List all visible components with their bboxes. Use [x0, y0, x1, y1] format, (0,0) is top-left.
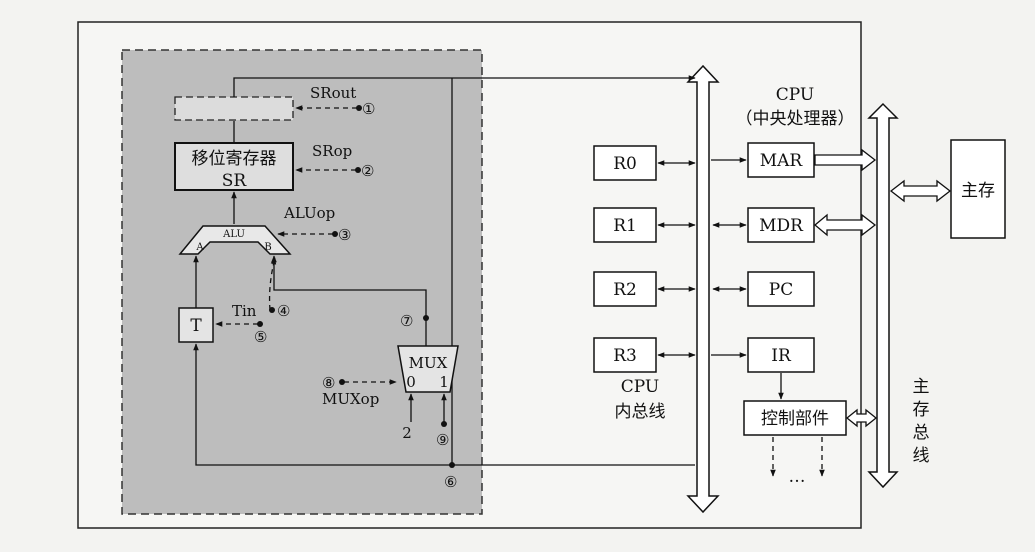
ir-register: IR [747, 337, 815, 373]
srop-label: SRop [312, 142, 352, 160]
sr-output-to-bus [233, 75, 696, 97]
mux-to-alu-b [271, 255, 427, 318]
srout-dot [356, 105, 362, 111]
marker-2: ② [361, 162, 374, 180]
cpu-internal-bus [686, 64, 720, 514]
main-memory-label: 主存 [961, 181, 995, 201]
alu-input-a: A [195, 242, 204, 253]
mux-input-1: 1 [439, 373, 449, 391]
marker-1: ① [362, 100, 375, 118]
marker-7: ⑦ [400, 312, 413, 330]
bus-to-t [193, 343, 695, 466]
register-r3-label: R3 [613, 346, 637, 366]
t-register: T [178, 307, 214, 343]
bus-memory-link [889, 179, 952, 203]
register-r2-label: R2 [613, 280, 637, 300]
alu-input-b: B [264, 242, 271, 253]
alu: ALU A B [178, 225, 292, 255]
pc-register: PC [747, 271, 815, 307]
shift-register-label-2: SR [222, 171, 248, 191]
cpu-title-2: （中央处理器） [736, 109, 855, 129]
cpu-title-1: CPU [776, 85, 814, 105]
register-r3: R3 [593, 337, 657, 373]
tin-dot [257, 321, 263, 327]
control-unit-label: 控制部件 [761, 409, 829, 429]
srop-dot [355, 167, 361, 173]
register-r1-label: R1 [613, 216, 637, 236]
control-ellipsis: … [789, 467, 806, 487]
internal-bus-label-2: 内总线 [615, 402, 666, 422]
junction-9 [441, 421, 447, 427]
marker-4: ④ [277, 302, 290, 320]
srout-label: SRout [310, 84, 356, 102]
muxop-dot [339, 379, 345, 385]
marker-3: ③ [338, 226, 351, 244]
aluop-dot [332, 231, 338, 237]
register-r0-label: R0 [613, 154, 637, 174]
datapath-region [121, 49, 483, 515]
mar-label: MAR [760, 151, 804, 171]
mux: MUX 0 1 [397, 345, 459, 393]
marker-5: ⑤ [254, 328, 267, 346]
main-bus-char-1: 主 [913, 377, 930, 397]
signal-4-line [268, 257, 277, 311]
junction-6 [449, 462, 455, 468]
internal-bus-label-1: CPU [621, 377, 659, 397]
mdr-main-bus-link [813, 213, 877, 237]
aluop-label: ALUop [283, 204, 335, 222]
mar-to-main-bus [814, 148, 877, 172]
junction-7 [423, 315, 429, 321]
signal-4-dot [269, 307, 275, 313]
mdr-label: MDR [759, 216, 804, 236]
register-r0: R0 [593, 145, 657, 181]
t-register-label: T [190, 316, 202, 336]
register-r2: R2 [593, 271, 657, 307]
register-r1: R1 [593, 207, 657, 243]
shift-register: 移位寄存器 SR [174, 142, 294, 191]
mar-register: MAR [747, 142, 815, 178]
alu-label: ALU [222, 229, 245, 240]
main-memory: 主存 [950, 139, 1006, 239]
mux-input-0: 0 [406, 373, 416, 391]
ir-label: IR [771, 346, 792, 366]
pc-label: PC [769, 280, 793, 300]
marker-8: ⑧ [322, 374, 335, 392]
marker-9: ⑨ [436, 431, 449, 449]
main-bus-char-4: 线 [913, 446, 930, 466]
control-main-bus-link [845, 408, 878, 428]
tin-label: Tin [232, 302, 257, 320]
main-bus-char-3: 总 [913, 423, 930, 443]
shift-register-label-1: 移位寄存器 [192, 149, 277, 169]
mux-label: MUX [409, 354, 448, 372]
marker-6: ⑥ [444, 473, 457, 491]
main-memory-bus [867, 102, 899, 489]
main-bus-char-2: 存 [913, 400, 930, 420]
const-2-label: 2 [402, 424, 412, 442]
muxop-label: MUXop [322, 390, 379, 408]
mdr-register: MDR [747, 207, 815, 243]
output-buffer [174, 96, 294, 121]
control-unit: 控制部件 [743, 400, 847, 436]
